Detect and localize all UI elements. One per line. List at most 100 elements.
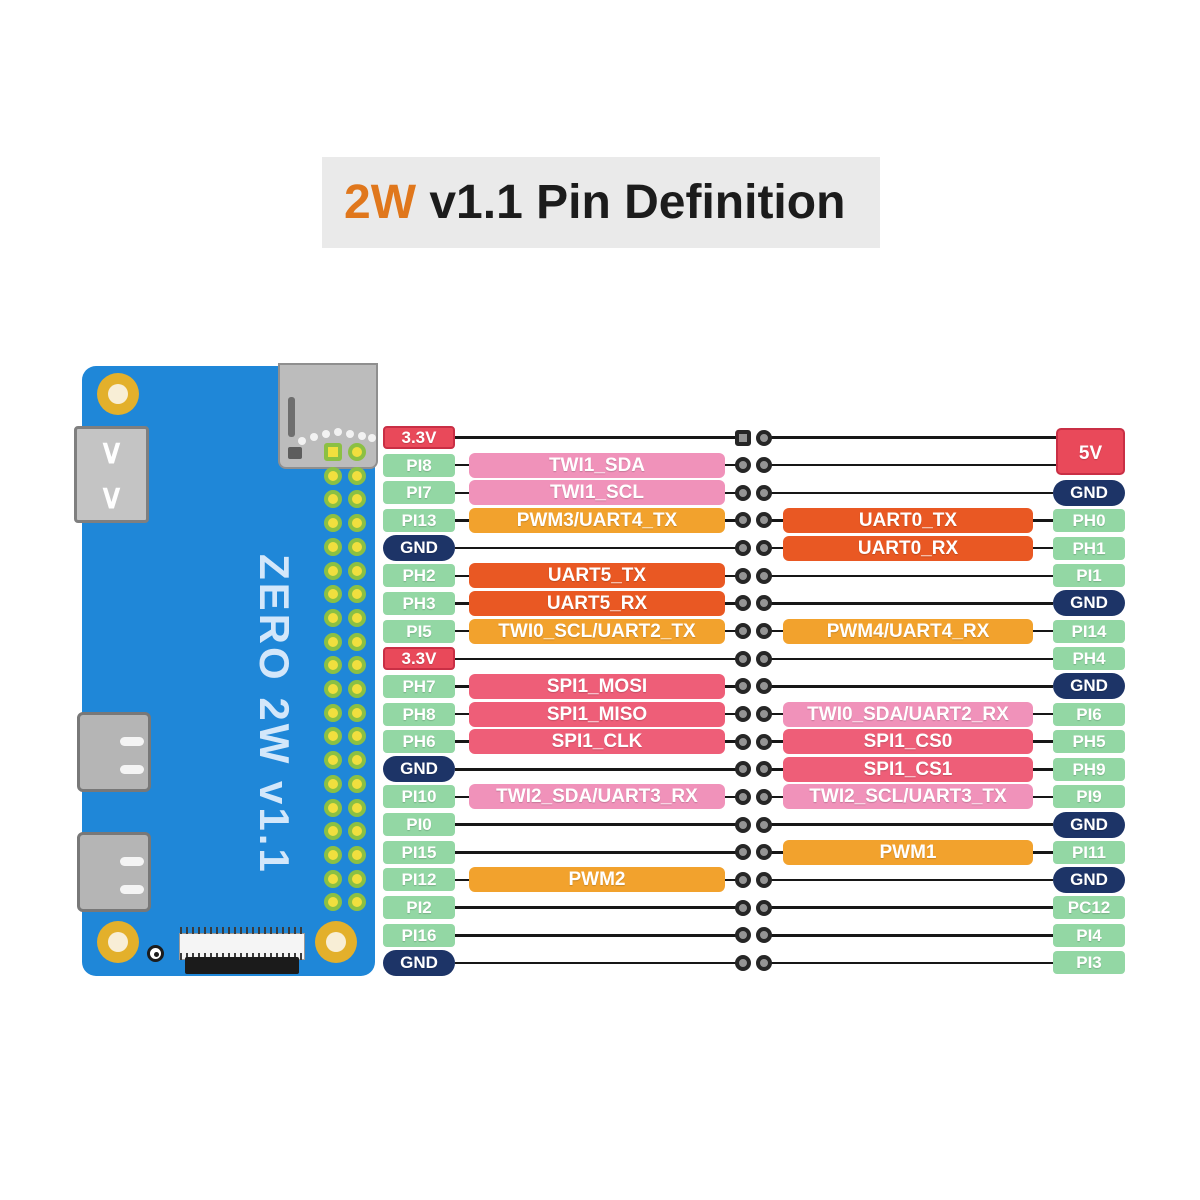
connector-line xyxy=(455,685,469,688)
mounting-hole-bottom-left xyxy=(97,921,139,963)
header-pin xyxy=(735,927,751,944)
left-function-label-TWI1_SCL: TWI1_SCL xyxy=(469,480,725,506)
usb-c-port-2 xyxy=(77,832,151,912)
right-pin-label-PI6: PI6 xyxy=(1053,702,1125,726)
connector-line xyxy=(764,602,1053,605)
gpio-hole xyxy=(324,703,342,722)
left-pin-label-PH7: PH7 xyxy=(383,674,455,698)
connector-line xyxy=(725,740,743,743)
header-pin xyxy=(735,512,751,529)
header-pin xyxy=(735,761,751,778)
board-name-label: ZERO 2W v1.1 xyxy=(251,554,298,875)
connector-line xyxy=(455,740,469,743)
gpio-hole xyxy=(348,537,366,556)
connector-line xyxy=(725,629,743,633)
left-function-label-TWI0_SCL/UART2_TX: TWI0_SCL/UART2_TX xyxy=(469,618,725,644)
header-pin xyxy=(756,844,772,861)
header-pin xyxy=(756,484,772,501)
connector-line xyxy=(455,906,743,909)
right-function-label-UART0_RX: UART0_RX xyxy=(783,535,1033,561)
connector-line xyxy=(725,491,743,495)
left-function-label-SPI1_MOSI: SPI1_MOSI xyxy=(469,673,725,699)
right-pin-label-GND: GND xyxy=(1053,590,1125,617)
connector-line xyxy=(764,629,783,633)
gpio-hole xyxy=(348,680,366,698)
left-pin-label-PI5: PI5 xyxy=(383,619,455,643)
left-pin-label-PI0: PI0 xyxy=(383,813,455,837)
left-pin-label-PI10: PI10 xyxy=(383,785,455,809)
connector-line xyxy=(455,629,469,633)
mounting-hole-top-left xyxy=(97,373,139,415)
right-pin-label-PH9: PH9 xyxy=(1053,757,1125,781)
fpc-connector xyxy=(179,927,305,960)
header-pin xyxy=(756,650,772,667)
connector-line xyxy=(764,768,783,771)
gpio-hole xyxy=(324,537,342,556)
left-pin-label-GND: GND xyxy=(383,535,455,562)
right-function-label-UART0_TX: UART0_TX xyxy=(783,507,1033,533)
left-pin-label-PI15: PI15 xyxy=(383,840,455,864)
header-pin xyxy=(756,706,772,722)
connector-line xyxy=(764,574,1053,578)
gpio-hole xyxy=(324,608,342,627)
header-pin xyxy=(735,650,751,667)
gpio-hole xyxy=(324,561,342,580)
header-pin xyxy=(735,899,751,916)
connector-line xyxy=(455,934,743,937)
gpio-hole xyxy=(324,656,342,675)
connector-line xyxy=(764,795,783,799)
header-pin xyxy=(735,733,751,750)
left-pin-label-PI8: PI8 xyxy=(383,453,455,477)
gpio-hole xyxy=(348,585,366,604)
gpio-hole xyxy=(324,585,342,604)
gpio-hole xyxy=(324,751,342,770)
right-pin-label-PI11: PI11 xyxy=(1053,840,1125,864)
connector-line xyxy=(764,463,1056,467)
connector-line xyxy=(455,546,743,550)
small-test-point xyxy=(147,945,164,962)
left-function-label-UART5_TX: UART5_TX xyxy=(469,563,725,589)
left-pin-label-PI7: PI7 xyxy=(383,481,455,505)
connector-line xyxy=(725,519,743,522)
connector-line xyxy=(455,878,469,882)
right-pin-label-5V: 5V xyxy=(1056,427,1125,476)
gpio-hole xyxy=(348,703,366,722)
left-pin-label-PH8: PH8 xyxy=(383,702,455,726)
left-pin-label-3.3V: 3.3V xyxy=(383,426,455,449)
connector-line xyxy=(1033,629,1053,633)
connector-line xyxy=(1033,851,1053,854)
gpio-hole xyxy=(348,632,366,651)
connector-line xyxy=(725,878,743,882)
gpio-hole xyxy=(348,466,366,485)
gpio-hole xyxy=(324,490,342,509)
header-pin xyxy=(756,595,772,612)
header-pin xyxy=(756,927,772,944)
connector-line xyxy=(764,685,1053,688)
connector-line xyxy=(764,934,1053,937)
connector-line xyxy=(725,712,743,716)
header-pin xyxy=(735,567,751,584)
gpio-hole-pin1-square xyxy=(324,443,342,461)
mounting-hole-bottom-right xyxy=(315,921,357,963)
gpio-hole xyxy=(348,490,366,509)
connector-line xyxy=(725,795,743,799)
right-function-label-TWI0_SDA/UART2_RX: TWI0_SDA/UART2_RX xyxy=(783,701,1033,727)
board-illustration: ∨ ∨ ZERO 2W v1.1 xyxy=(74,363,378,976)
left-pin-label-GND: GND xyxy=(383,756,455,783)
header-pin xyxy=(735,623,751,640)
header-pin xyxy=(735,706,751,722)
connector-line xyxy=(455,768,743,771)
gpio-hole xyxy=(348,751,366,770)
left-pin-label-3.3V: 3.3V xyxy=(383,647,455,671)
connector-line xyxy=(764,436,1056,439)
connector-line xyxy=(455,463,469,467)
gpio-hole xyxy=(348,727,366,746)
left-pin-label-PI13: PI13 xyxy=(383,508,455,532)
title-rest: v1.1 Pin Definition xyxy=(416,176,846,229)
header-pin xyxy=(756,788,772,805)
gpio-hole xyxy=(324,845,342,864)
title-highlight: 2W xyxy=(344,176,416,229)
usb-c-port-1 xyxy=(77,712,151,792)
gpio-hole xyxy=(324,727,342,746)
